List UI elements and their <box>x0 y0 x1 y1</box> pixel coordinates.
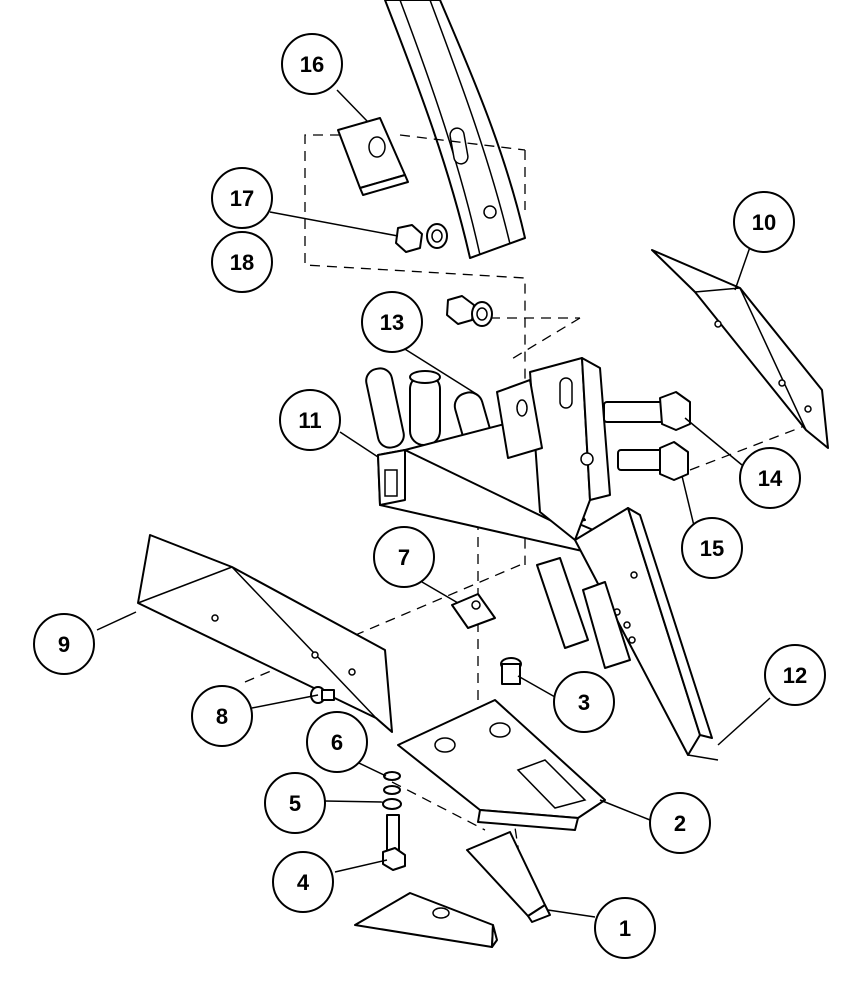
main-frame <box>365 357 719 761</box>
callout-bubble-16: 16 <box>281 33 343 95</box>
callout-label: 13 <box>380 310 404 335</box>
clamp-plate <box>337 117 409 196</box>
callout-bubble-2: 2 <box>649 792 711 854</box>
leader-lines <box>96 89 771 918</box>
callout-label: 2 <box>674 811 686 836</box>
callout-label: 11 <box>298 408 321 433</box>
bolt-and-washers <box>382 771 406 871</box>
callout-bubble-14: 14 <box>739 447 801 509</box>
small-bracket <box>451 593 496 629</box>
right-wing <box>651 249 829 449</box>
callout-bubble-7: 7 <box>373 526 435 588</box>
callout-bubble-15: 15 <box>681 517 743 579</box>
bolts <box>603 391 691 481</box>
callout-bubble-3: 3 <box>553 671 615 733</box>
callout-label: 7 <box>398 545 410 570</box>
callout-label: 15 <box>700 536 724 561</box>
callout-label: 16 <box>300 52 324 77</box>
callout-label: 14 <box>758 466 783 491</box>
callout-label: 12 <box>783 663 807 688</box>
callout-bubble-12: 12 <box>764 644 826 706</box>
callout-bubble-17: 17 <box>211 167 273 229</box>
callout-label: 6 <box>331 730 343 755</box>
curved-shank <box>384 0 526 259</box>
callout-bubble-10: 10 <box>733 191 795 253</box>
callout-bubble-1: 1 <box>594 897 656 959</box>
left-wing <box>137 534 393 733</box>
callout-label: 1 <box>619 916 631 941</box>
callout-label: 9 <box>58 632 70 657</box>
callout-label: 5 <box>289 791 301 816</box>
callout-bubble-4: 4 <box>272 851 334 913</box>
callout-label: 4 <box>297 870 310 895</box>
callout-bubble-13: 13 <box>361 291 423 353</box>
callout-bubble-5: 5 <box>264 772 326 834</box>
point <box>397 699 606 831</box>
callout-label: 3 <box>578 690 590 715</box>
callout-label: 17 <box>230 186 254 211</box>
callout-label: 8 <box>216 704 228 729</box>
callout-label: 10 <box>752 210 776 235</box>
callout-bubble-9: 9 <box>33 613 95 675</box>
callout-bubble-8: 8 <box>191 685 253 747</box>
nut-and-washer <box>395 223 448 253</box>
callout-bubble-11: 11 <box>279 389 341 451</box>
wear-pieces <box>354 831 551 948</box>
callout-bubble-6: 6 <box>306 711 368 773</box>
callout-label: 18 <box>230 250 254 275</box>
upper-nut-and-washer <box>446 295 493 327</box>
callout-bubble-18: 18 <box>211 231 273 293</box>
pin <box>500 657 522 685</box>
